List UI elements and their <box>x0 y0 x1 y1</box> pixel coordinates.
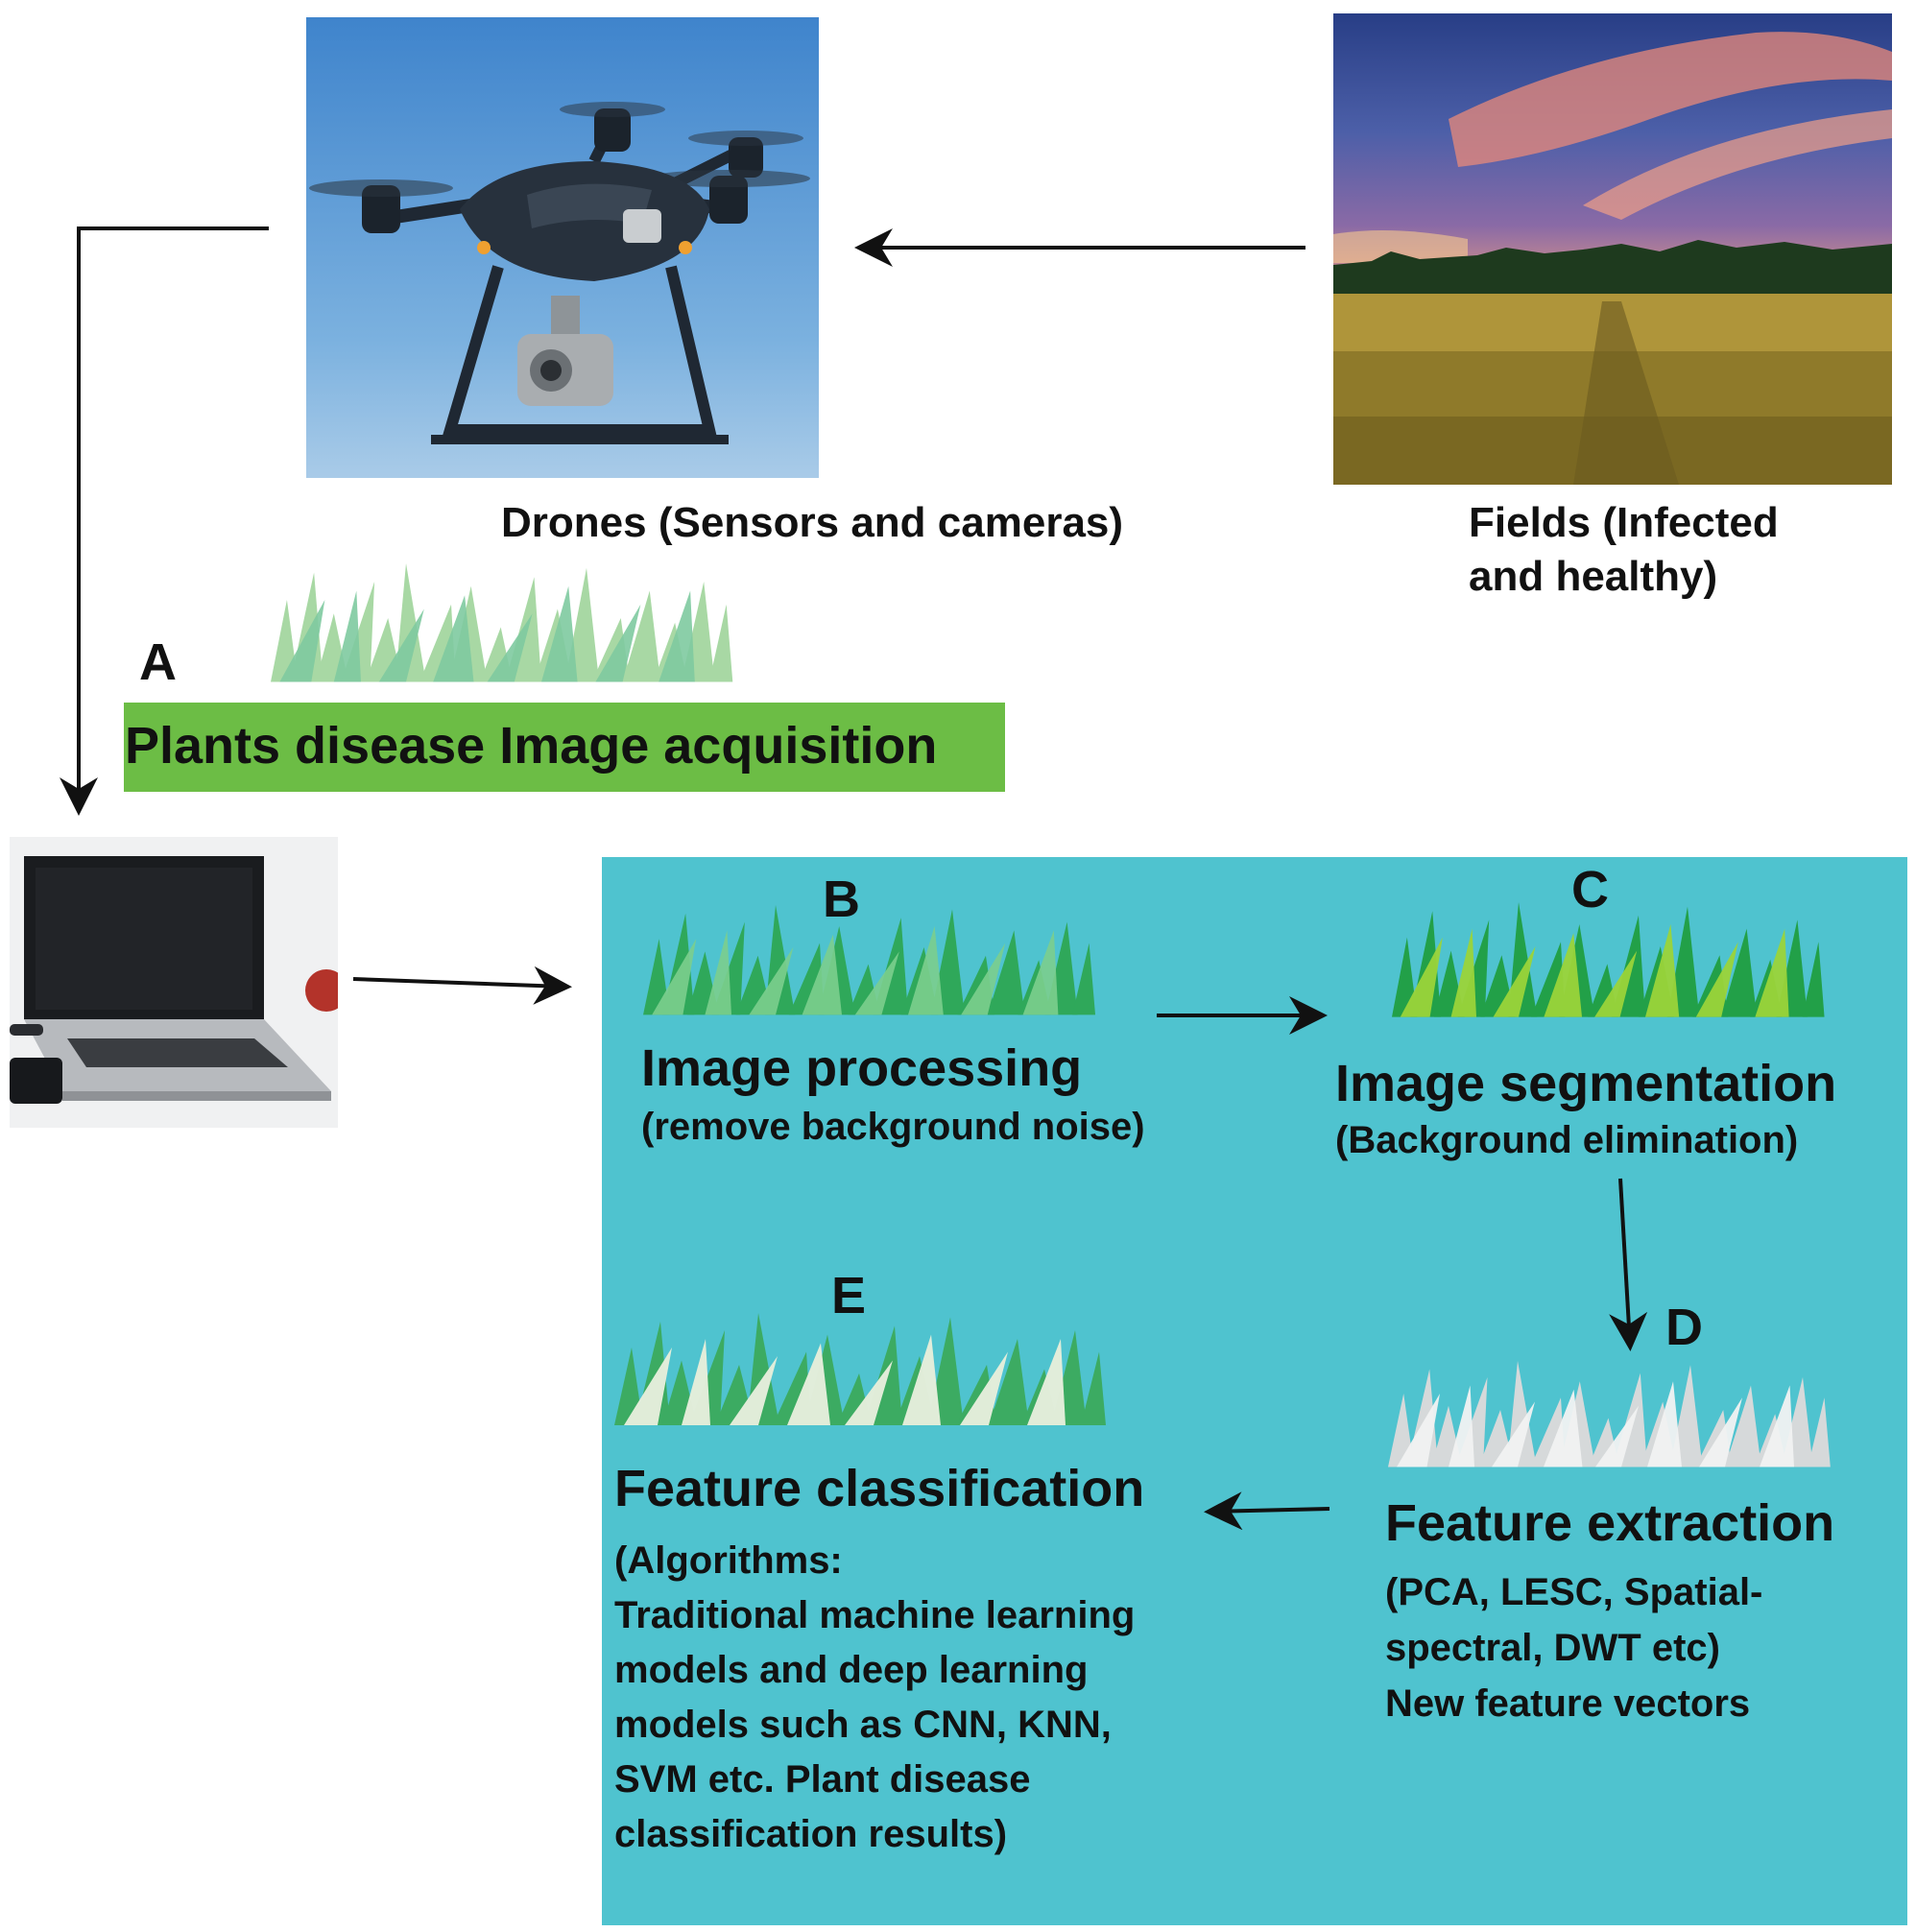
grass-icon <box>643 905 1096 1015</box>
stage-b-title: Image processing <box>641 1039 1083 1097</box>
laptop-icon <box>10 856 338 1104</box>
arrow-drone-to-laptop <box>60 227 269 816</box>
acquisition-banner <box>124 703 1005 792</box>
grass-icon <box>614 1313 1106 1425</box>
grass-icon <box>1392 902 1825 1017</box>
stage-a-title: Plants disease Image acquisition <box>125 717 938 775</box>
laptop-photo <box>10 837 338 1128</box>
stage-c-title: Image segmentation <box>1335 1055 1837 1112</box>
stage-e-title: Feature classification <box>614 1460 1145 1517</box>
field-photo <box>1333 13 1892 485</box>
drone-photo <box>306 17 819 478</box>
field-caption: Fields (Infected and healthy) <box>1469 499 1779 600</box>
drone-icon <box>309 102 810 444</box>
grass-icon <box>271 563 733 682</box>
arrow-segmentation-to-extraction <box>1609 1178 1648 1351</box>
stage-e-letter: E <box>831 1267 867 1324</box>
stage-d-detail: (PCA, LESC, Spatial- spectral, DWT etc) … <box>1385 1571 1763 1725</box>
arrow-laptop-to-processing <box>352 966 572 1005</box>
stage-a-letter: A <box>139 633 177 691</box>
stage-d-title: Feature extraction <box>1385 1494 1835 1552</box>
stage-e-detail: (Algorithms: Traditional machine learnin… <box>614 1539 1136 1855</box>
stage-b-detail: (remove background noise) <box>641 1106 1145 1148</box>
field-icon <box>1333 32 1892 485</box>
stage-c-letter: C <box>1571 861 1609 918</box>
drone-caption: Drones (Sensors and cameras) <box>501 499 1124 546</box>
stage-b-letter: B <box>823 871 860 928</box>
stage-c-detail: (Background elimination) <box>1335 1119 1799 1161</box>
stage-d-letter: D <box>1665 1299 1703 1356</box>
arrow-extraction-to-classification <box>1204 1491 1330 1531</box>
grass-icon <box>1388 1361 1831 1467</box>
